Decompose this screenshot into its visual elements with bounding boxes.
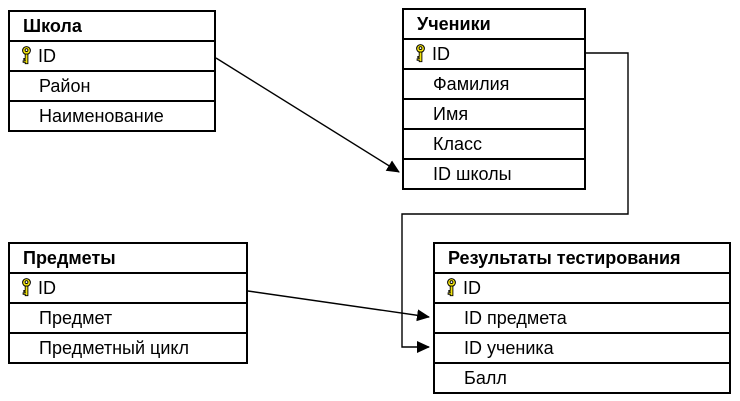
field-label: ID: [38, 277, 56, 298]
field-row-results-subject-id[interactable]: ID предмета: [435, 302, 729, 332]
field-label: ID школы: [433, 163, 512, 184]
relation-students-to-results[interactable]: [401, 52, 629, 353]
table-test-results[interactable]: Результаты тестирования ID ID предмета I…: [433, 242, 731, 394]
table-subjects[interactable]: Предметы ID Предмет Предметный цикл: [8, 242, 248, 364]
field-row-school-id[interactable]: ID: [10, 40, 214, 70]
field-row-subjects-id[interactable]: ID: [10, 272, 246, 302]
field-row-results-student-id[interactable]: ID ученика: [435, 332, 729, 362]
field-label: Класс: [433, 133, 482, 154]
field-label: Имя: [433, 103, 469, 124]
field-row-results-id[interactable]: ID: [435, 272, 729, 302]
table-students[interactable]: Ученики ID Фамилия Имя Класс ID школы: [402, 8, 586, 190]
table-school-title[interactable]: Школа: [23, 15, 82, 36]
field-label: Предметный цикл: [39, 337, 189, 358]
field-row-school-name[interactable]: Наименование: [10, 100, 214, 130]
field-row-subjects-subject[interactable]: Предмет: [10, 302, 246, 332]
field-label: Наименование: [39, 105, 164, 126]
primary-key-icon: [415, 44, 426, 63]
field-row-students-school-id[interactable]: ID школы: [404, 158, 584, 188]
field-row-students-id[interactable]: ID: [404, 38, 584, 68]
field-row-students-firstname[interactable]: Имя: [404, 98, 584, 128]
field-row-results-score[interactable]: Балл: [435, 362, 729, 392]
primary-key-icon: [21, 278, 32, 297]
table-school[interactable]: Школа ID Район Наименование: [8, 10, 216, 132]
table-students-title[interactable]: Ученики: [417, 13, 491, 34]
field-label: Предмет: [39, 307, 113, 328]
field-row-students-class[interactable]: Класс: [404, 128, 584, 158]
field-label: ID: [463, 277, 481, 298]
primary-key-icon: [21, 46, 32, 65]
field-label: Балл: [464, 367, 507, 388]
table-test-results-title[interactable]: Результаты тестирования: [448, 247, 681, 268]
field-label: ID: [432, 43, 450, 64]
primary-key-icon: [446, 278, 457, 297]
relation-subjects-to-results[interactable]: [247, 290, 430, 322]
field-label: ID ученика: [464, 337, 554, 358]
field-label: Район: [39, 75, 91, 96]
table-subjects-title[interactable]: Предметы: [23, 247, 116, 268]
field-label: Фамилия: [433, 73, 510, 94]
field-row-school-district[interactable]: Район: [10, 70, 214, 100]
field-row-subjects-cycle[interactable]: Предметный цикл: [10, 332, 246, 362]
relation-school-to-students[interactable]: [215, 57, 400, 173]
field-label: ID: [38, 45, 56, 66]
field-row-students-surname[interactable]: Фамилия: [404, 68, 584, 98]
field-label: ID предмета: [464, 307, 567, 328]
